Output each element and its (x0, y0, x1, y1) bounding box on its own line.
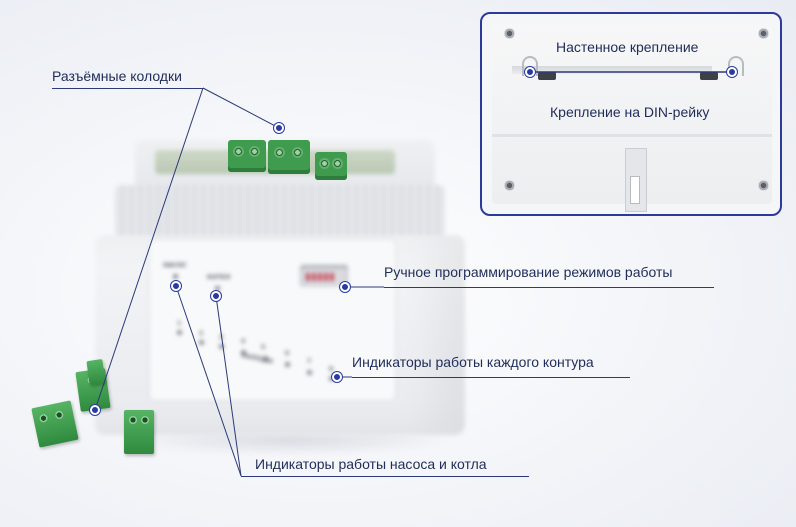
wall-hook-icon (728, 56, 744, 76)
underline (352, 377, 630, 378)
mount-slot (700, 72, 718, 80)
label-terminal-blocks: Разъёмные колодки (52, 68, 182, 84)
output-led (177, 330, 182, 335)
output-number: 8 (329, 366, 334, 373)
screw-icon (504, 180, 515, 191)
callout-dot (727, 67, 737, 77)
din-latch-slot (630, 176, 640, 204)
wall-hook-icon (522, 56, 538, 76)
screw-icon (758, 180, 769, 191)
screw-icon (319, 158, 330, 169)
label-din-mount: Крепление на DIN-рейку (550, 104, 710, 120)
label-manual-programming: Ручное программирование режимов работы (384, 264, 673, 280)
callout-dot (171, 281, 181, 291)
loose-terminal-block (124, 410, 154, 454)
mounting-inset-panel: Настенное крепление Крепление на DIN-рей… (480, 12, 782, 216)
din-band (492, 134, 772, 137)
screw-icon (332, 158, 343, 169)
label-wall-mount: Настенное крепление (556, 39, 699, 55)
screw-icon (249, 146, 260, 157)
device-face-panel (150, 240, 395, 400)
output-number: 4 (241, 338, 246, 345)
leader-line (202, 87, 280, 129)
label-pump-boiler-indicators: Индикаторы работы насоса и котла (255, 456, 487, 472)
output-led (263, 356, 268, 361)
screw-icon (758, 28, 769, 39)
leader-line (215, 295, 242, 477)
callout-dot (525, 67, 535, 77)
controller-device: НАСОС КОТЕЛ ВЫХОДЫ 1 2 3 4 5 6 7 8 (95, 140, 465, 440)
screw-icon (504, 28, 515, 39)
hole-icon (141, 416, 149, 424)
callout-dot (332, 372, 342, 382)
output-led (329, 376, 334, 381)
output-led (199, 340, 204, 345)
output-led (307, 370, 312, 375)
inset-leader-lines (530, 71, 732, 73)
boiler-label: КОТЕЛ (207, 274, 231, 281)
dip-switch (300, 265, 348, 287)
boiler-led (215, 286, 220, 291)
leader-line (94, 87, 204, 411)
screw-icon (292, 147, 303, 158)
callout-dot (274, 123, 284, 133)
output-number: 3 (219, 334, 224, 341)
underline (241, 476, 529, 477)
top-terminal-block (268, 140, 310, 174)
underline (384, 287, 714, 288)
output-number: 6 (285, 350, 290, 357)
mount-slot (538, 72, 556, 80)
underline (52, 88, 204, 89)
screw-icon (274, 147, 285, 158)
hole-icon (129, 416, 137, 424)
output-number: 7 (307, 358, 312, 365)
output-number: 1 (177, 320, 182, 327)
top-terminal-block (315, 152, 347, 180)
pump-led (173, 274, 178, 279)
pump-label: НАСОС (163, 262, 187, 269)
callout-dot (211, 291, 221, 301)
mount-ridge (512, 66, 712, 74)
top-terminal-block (228, 140, 266, 172)
label-circuit-indicators: Индикаторы работы каждого контура (352, 354, 594, 370)
callout-dot (90, 405, 100, 415)
callout-dot (340, 282, 350, 292)
output-number: 5 (261, 344, 266, 351)
screw-icon (233, 146, 244, 157)
output-led (219, 344, 224, 349)
output-led (241, 350, 246, 355)
output-led (285, 362, 290, 367)
output-number: 2 (199, 330, 204, 337)
leader-line (175, 285, 242, 477)
